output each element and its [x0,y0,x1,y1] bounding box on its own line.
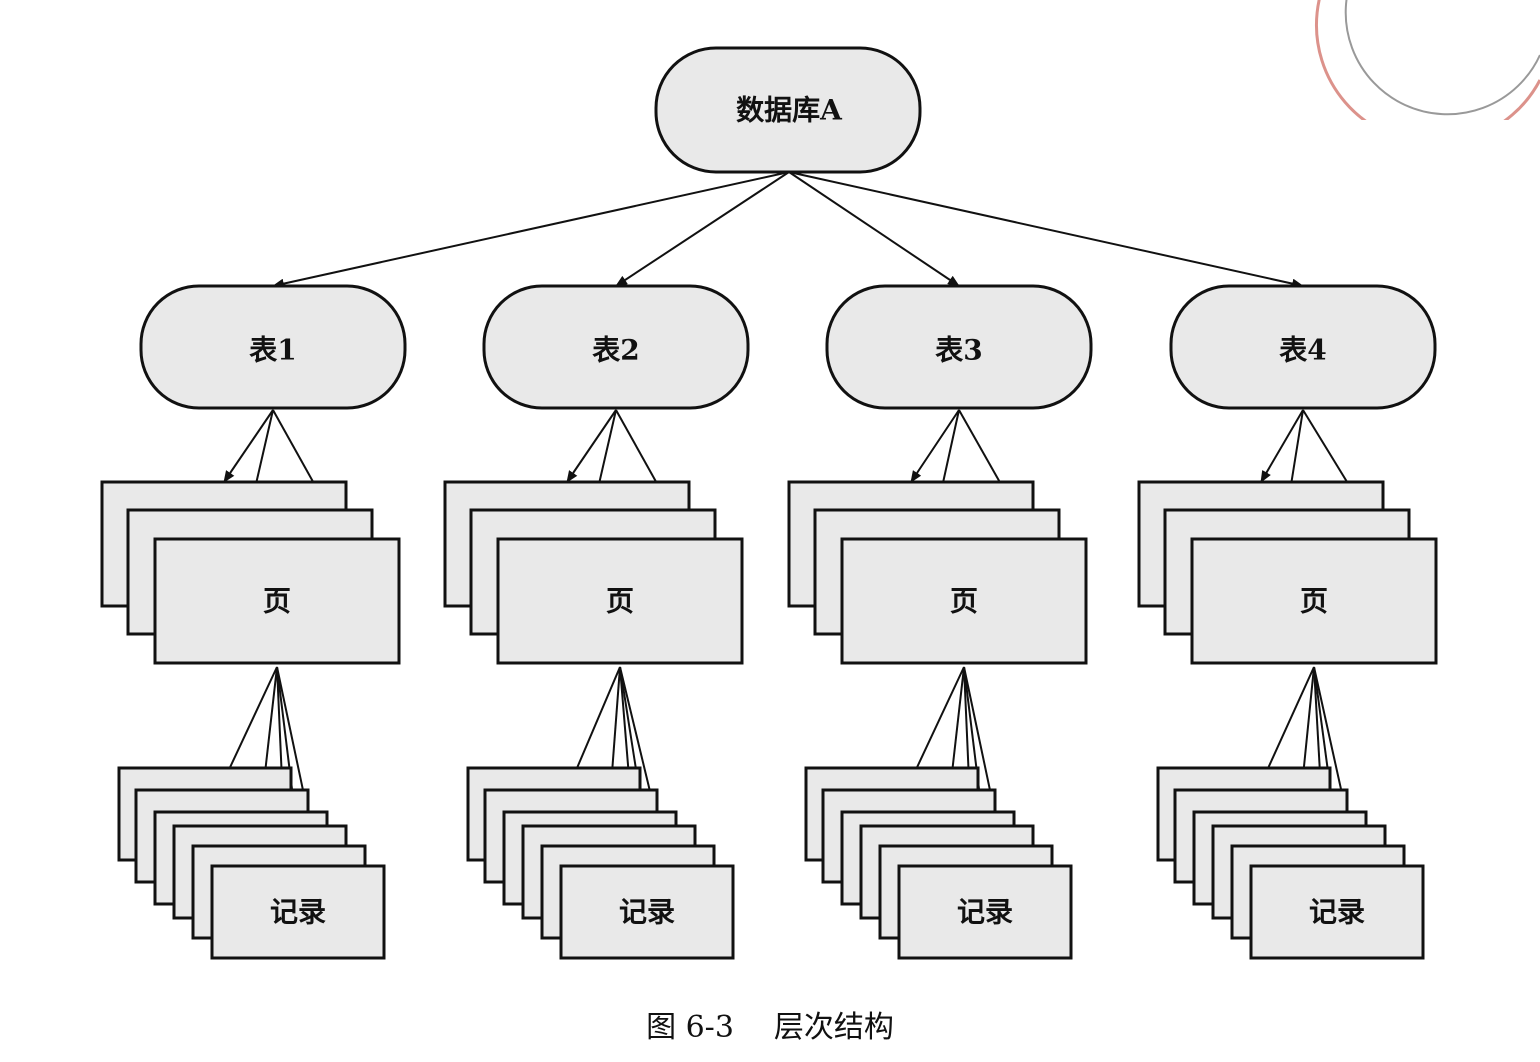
record-label-3: 记录 [957,896,1013,929]
record-stack-4: 记录 [1156,766,1425,960]
page-stack-1: 页 [100,480,401,665]
edge-table4-page-1 [1260,409,1304,483]
record-card [210,864,386,960]
record-label-4: 记录 [1309,896,1365,929]
nodes-layer: 数据库A 表1 页记录 表2 页记录 表3 页记录 表4 页记录 [100,46,1438,960]
node-table-4-label: 表4 [1279,334,1326,367]
node-table-1: 表1 [139,284,407,410]
edge-table1-page-1 [223,409,274,483]
record-card [1249,864,1425,960]
page-card [1190,537,1438,665]
page-card [840,537,1088,665]
node-table-2: 表2 [482,284,750,410]
record-stack-2: 记录 [466,766,735,960]
edge-root-table2 [615,171,790,287]
record-label-1: 记录 [270,896,326,929]
edge-root-table1 [272,171,790,289]
page-label-4: 页 [1300,585,1328,618]
node-table-1-label: 表1 [249,334,296,367]
record-label-2: 记录 [619,896,675,929]
page-label-1: 页 [263,585,291,618]
node-database: 数据库A [654,46,922,174]
page-stack-2: 页 [443,480,744,665]
page-stack-4: 页 [1137,480,1438,665]
edge-table3-page-1 [910,409,960,483]
record-stack-1: 记录 [117,766,386,960]
record-card [897,864,1073,960]
figure-caption: 图 6-3 层次结构 [0,1002,1540,1046]
stamp-seal [1315,0,1540,120]
edge-root-table3 [788,171,960,287]
page-stack-3: 页 [787,480,1088,665]
edge-root-table4 [788,171,1304,289]
page-card [153,537,401,665]
record-stack-3: 记录 [804,766,1073,960]
node-table-3: 表3 [825,284,1093,410]
caption-number: 图 6-3 [646,1010,734,1045]
page-label-2: 页 [606,585,634,618]
page-card [496,537,744,665]
record-card [559,864,735,960]
caption-title: 层次结构 [773,1010,894,1045]
node-table-3-label: 表3 [935,334,982,367]
page-label-3: 页 [950,585,978,618]
node-table-4: 表4 [1169,284,1437,410]
node-database-label: 数据库A [736,94,843,127]
edge-table2-page-1 [566,409,617,483]
node-table-2-label: 表2 [592,334,639,367]
